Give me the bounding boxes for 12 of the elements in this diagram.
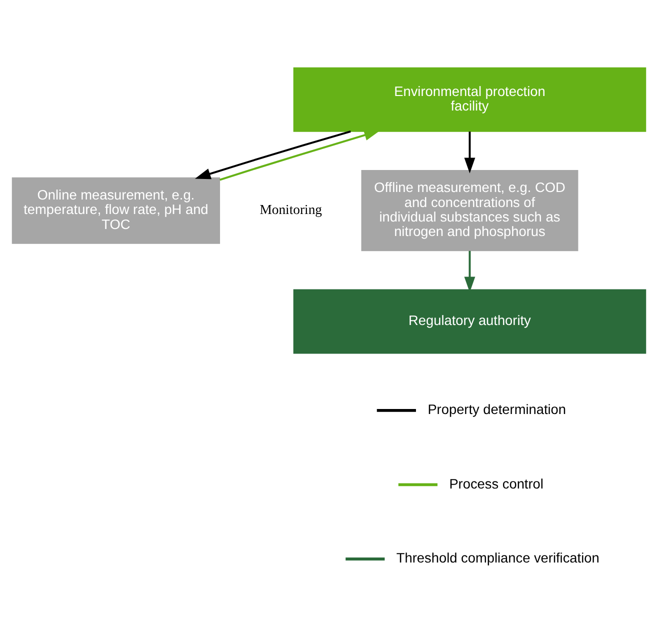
legend-label: Process control — [449, 476, 544, 491]
arrow — [464, 131, 476, 173]
label: Monitoring — [260, 202, 322, 217]
arrow — [194, 130, 351, 179]
arrow — [464, 250, 476, 292]
arrow — [220, 129, 380, 180]
legend-label: Threshold compliance verification — [396, 550, 600, 566]
node-box: Offline measurement, e.g. COD and concentrations of individual substances such as nitrogen and phosphorus — [361, 170, 578, 251]
node-box: Online measurement, e.g. temperature, flow rate, pH and TOC — [12, 176, 220, 244]
node-box: Environmental protection facility — [293, 66, 646, 132]
node-box: Regulatory authority — [293, 288, 646, 354]
legend-label: Property determination — [428, 402, 566, 417]
